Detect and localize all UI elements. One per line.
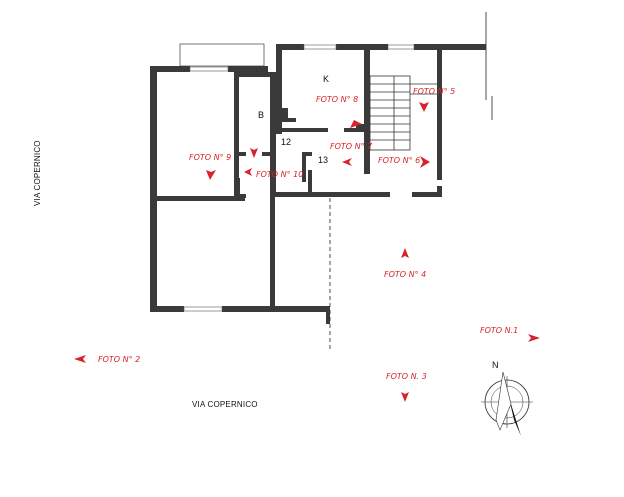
exterior-walls: [150, 44, 486, 324]
photo-label-8: FOTO N° 8: [316, 95, 358, 104]
room-label-13: 13: [318, 155, 328, 165]
photo-label-1: FOTO N.1: [480, 326, 518, 335]
photo-label-2: FOTO N° 2: [98, 355, 140, 364]
room-label-bath: B: [258, 110, 264, 120]
photo-label-10: FOTO N° 10: [256, 170, 303, 179]
photo-label-3: FOTO N. 3: [386, 372, 427, 381]
compass-rose: N: [481, 360, 533, 436]
room-label-kitchen: K: [323, 74, 329, 84]
photo-arrow-4: [401, 248, 409, 258]
photo-arrow-10: [244, 168, 252, 176]
photo-label-7: FOTO N° 7: [330, 142, 373, 151]
room-label-12: 12: [281, 137, 291, 147]
photo-label-4: FOTO N° 4: [384, 270, 426, 279]
balcony: [179, 43, 265, 67]
photo-arrow-1: [528, 334, 540, 342]
photo-arrow-b: [250, 148, 258, 158]
photo-arrow-6: [420, 156, 430, 168]
photo-direction-arrows: [74, 102, 540, 402]
photo-arrow-7: [342, 158, 352, 166]
photo-arrow-9: [206, 170, 216, 180]
staircase: [369, 75, 437, 151]
photo-label-5: FOTO N° 5: [413, 87, 455, 96]
photo-arrow-2: [74, 355, 86, 363]
street-label-south: VIA COPERNICO: [192, 400, 258, 409]
compass-north-label: N: [492, 360, 499, 370]
interior-walls: [157, 72, 442, 306]
street-label-west: VIA COPERNICO: [33, 140, 42, 206]
photo-arrow-5: [419, 102, 429, 112]
photo-label-9: FOTO N° 9: [189, 153, 231, 162]
photo-label-6: FOTO N° 6: [378, 156, 420, 165]
photo-arrow-3: [401, 392, 409, 402]
photo-arrow-8: [350, 120, 362, 128]
